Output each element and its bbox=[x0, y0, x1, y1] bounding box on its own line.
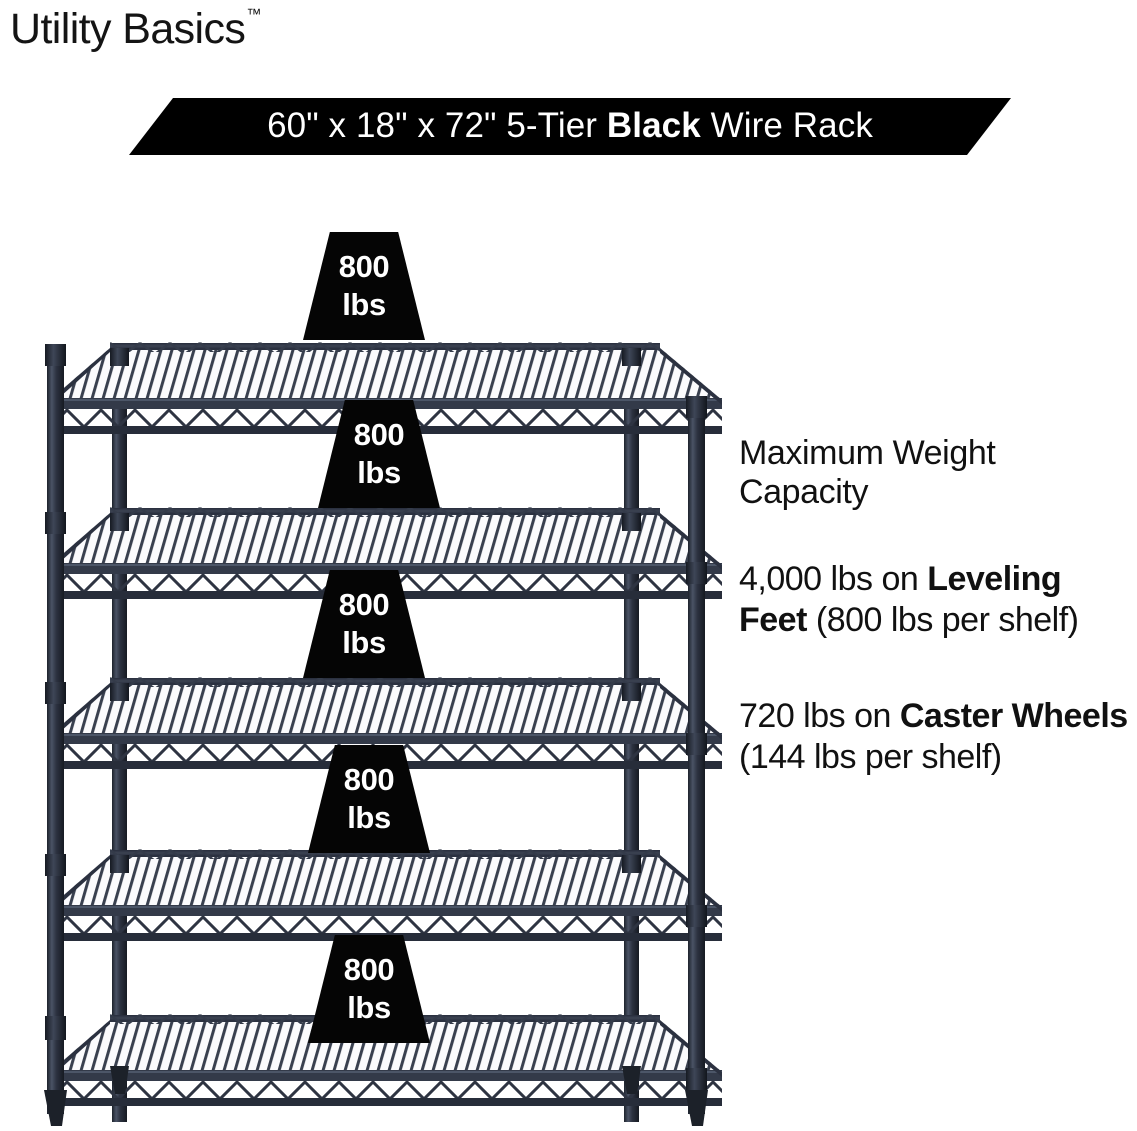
caster-tail: (144 lbs per shelf) bbox=[739, 738, 1002, 777]
brand-name: Utility Basics bbox=[10, 5, 246, 53]
leveling-lead: 4,000 lbs on bbox=[739, 559, 928, 598]
leveling-foot-front-right bbox=[685, 1090, 708, 1126]
weight-badge-unit: lbs bbox=[342, 625, 386, 660]
banner-suffix: Wire Rack bbox=[700, 106, 873, 145]
banner-prefix: 60" x 18" x 72" 5-Tier bbox=[267, 106, 607, 145]
banner-emphasis: Black bbox=[606, 106, 701, 145]
weight-badge-value: 800 bbox=[343, 762, 395, 798]
weight-badge-value: 800 bbox=[338, 249, 390, 285]
weight-badge-unit: lbs bbox=[357, 455, 401, 490]
shelf-4 bbox=[48, 846, 724, 943]
weight-badge-unit: lbs bbox=[347, 990, 391, 1025]
weight-badge-value: 800 bbox=[343, 952, 395, 988]
brand-wordmark: Utility Basics™ bbox=[10, 5, 262, 53]
leveling-tail: (800 lbs per shelf) bbox=[806, 600, 1079, 639]
weight-badge-unit: lbs bbox=[342, 287, 386, 322]
caster-lead: 720 lbs on bbox=[739, 697, 900, 736]
weight-badge-value: 800 bbox=[338, 587, 390, 623]
trademark-symbol: ™ bbox=[246, 5, 262, 23]
leveling-feet-capacity: 4,000 lbs on Leveling Feet (800 lbs per … bbox=[739, 559, 1137, 641]
caster-wheels-capacity: 720 lbs on Caster Wheels (144 lbs per sh… bbox=[739, 696, 1137, 778]
leveling-foot-rear-right bbox=[622, 1066, 641, 1094]
leveling-feet bbox=[44, 1066, 708, 1126]
title-banner: 60" x 18" x 72" 5-Tier Black Wire Rack bbox=[129, 98, 1011, 155]
capacity-info-panel: Maximum Weight Capacity 4,000 lbs on Lev… bbox=[739, 434, 1137, 778]
capacity-heading: Maximum Weight Capacity bbox=[739, 434, 996, 512]
post-front-left bbox=[47, 348, 64, 1114]
caster-emphasis: Caster Wheels bbox=[899, 697, 1128, 736]
leveling-foot-rear-left bbox=[110, 1066, 129, 1094]
wire-rack-illustration bbox=[44, 339, 724, 1126]
post-front-right bbox=[688, 400, 705, 1114]
leveling-foot-front-left bbox=[44, 1090, 67, 1126]
title-banner-text: 60" x 18" x 72" 5-Tier Black Wire Rack bbox=[267, 108, 873, 145]
weight-badge-value: 800 bbox=[353, 417, 405, 453]
post-collars bbox=[45, 344, 707, 1092]
weight-badge-unit: lbs bbox=[347, 800, 391, 835]
leveling-emphasis: Leveling Feet bbox=[739, 559, 1062, 639]
